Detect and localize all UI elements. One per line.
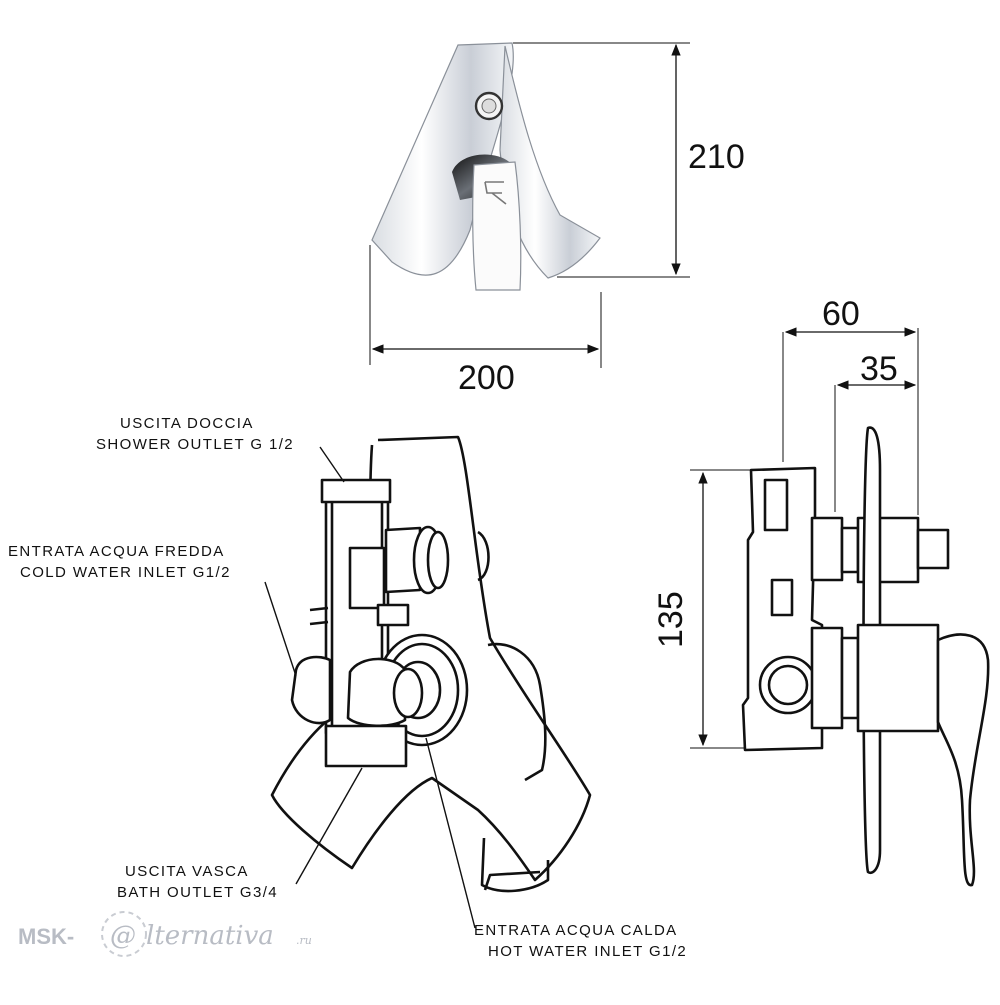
callout-cold-inlet: ENTRATA ACQUA FREDDA COLD WATER INLET G1… (8, 543, 297, 677)
callout-hot-inlet: ENTRATA ACQUA CALDA HOT WATER INLET G1/2 (425, 737, 687, 960)
dimension-value-200: 200 (458, 359, 515, 397)
svg-text:COLD WATER INLET G1/2: COLD WATER INLET G1/2 (20, 564, 231, 581)
callout-shower-outlet: USCITA DOCCIA SHOWER OUTLET G 1/2 (96, 415, 345, 483)
watermark-logo: MSK- @ lternativa .ru (18, 911, 312, 957)
svg-text:HOT WATER INLET G1/2: HOT WATER INLET G1/2 (488, 943, 687, 960)
dimension-width-200: 200 (369, 245, 602, 397)
dimension-value-210: 210 (688, 138, 745, 176)
svg-text:MSK-: MSK- (18, 924, 74, 949)
side-line-drawing (741, 426, 990, 887)
svg-text:USCITA VASCA: USCITA VASCA (125, 863, 249, 880)
callout-bath-outlet: USCITA VASCA BATH OUTLET G3/4 (117, 767, 363, 901)
svg-text:lternativa: lternativa (146, 921, 274, 951)
svg-text:SHOWER OUTLET G 1/2: SHOWER OUTLET G 1/2 (96, 436, 294, 453)
front-view-product (371, 42, 601, 291)
svg-text:ENTRATA ACQUA CALDA: ENTRATA ACQUA CALDA (474, 922, 678, 939)
svg-text:ENTRATA ACQUA FREDDA: ENTRATA ACQUA FREDDA (8, 543, 225, 560)
svg-text:.ru: .ru (296, 934, 312, 947)
dimension-value-35: 35 (860, 350, 898, 388)
logo-mark-icon (484, 181, 507, 205)
front-line-drawing (270, 435, 592, 893)
dimension-value-135: 135 (652, 591, 690, 648)
dimension-value-60: 60 (822, 295, 860, 333)
dimension-depth-35: 35 (834, 350, 917, 512)
dimension-height-135: 135 (652, 469, 752, 749)
svg-text:USCITA DOCCIA: USCITA DOCCIA (120, 415, 254, 432)
dimension-height-210: 210 (513, 42, 745, 278)
svg-text:BATH OUTLET G3/4: BATH OUTLET G3/4 (117, 884, 278, 901)
watermark-emblem-icon (101, 911, 147, 957)
svg-text:@: @ (110, 921, 136, 951)
dimension-depth-60: 60 (782, 295, 919, 515)
